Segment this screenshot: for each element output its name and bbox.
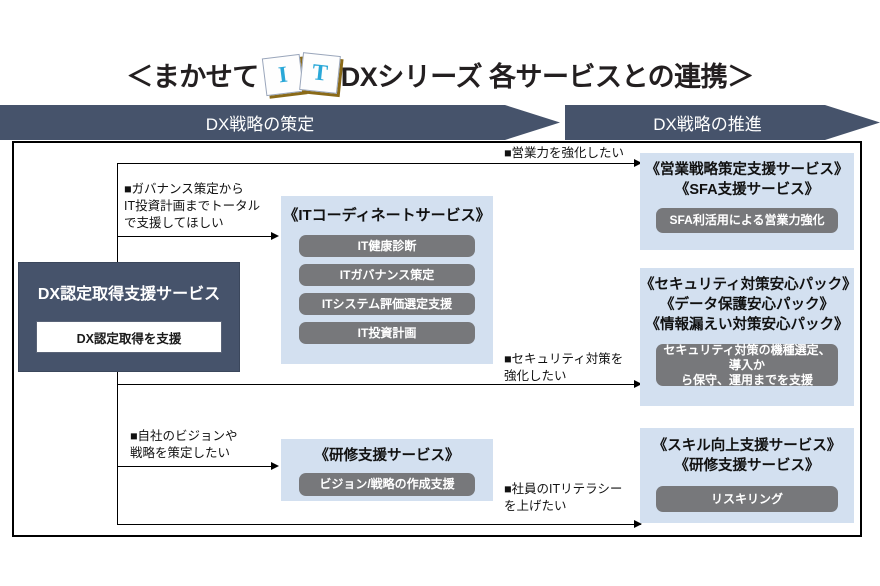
phase-band-right-label: DX戦略の推進: [653, 115, 762, 134]
connector-vision-line: [117, 466, 277, 467]
connector-vision-arrowhead: [271, 462, 279, 470]
sales-strategy-chip-list: SFA利活用による営業力強化: [640, 208, 854, 233]
security-pack-box[interactable]: 《セキュリティ対策安心パック》 《データ保護安心パック》 《情報漏えい対策安心パ…: [640, 268, 857, 406]
training-support-chip-0[interactable]: ビジョン/戦略の作成支援: [299, 473, 475, 496]
security-pack-title: 《セキュリティ対策安心パック》 《データ保護安心パック》 《情報漏えい対策安心パ…: [640, 275, 857, 335]
it-coordinate-chip-list: IT健康診断 ITガバナンス策定 ITシステム評価選定支援 IT投資計画: [281, 235, 493, 344]
sales-strategy-title-line2: 《SFA支援サービス》: [674, 182, 820, 198]
security-pack-chip-list: セキュリティ対策の機種選定、導入か ら保守、運用までを支援: [640, 343, 854, 387]
note-sales: ■営業力を強化したい: [504, 146, 625, 160]
training-support-title: 《研修支援サービス》: [314, 448, 460, 464]
skill-improvement-box[interactable]: 《スキル向上支援サービス》 《研修支援サービス》 リスキリング: [640, 428, 854, 523]
connector-spine-upper: [117, 163, 118, 262]
skill-improvement-title-line1: 《スキル向上支援サービス》: [652, 438, 842, 454]
skill-improvement-title-line2: 《研修支援サービス》: [674, 458, 820, 474]
dx-certification-chip[interactable]: DX認定取得を支援: [36, 321, 222, 353]
connector-governance-line: [117, 236, 277, 237]
note-vision: ■自社のビジョンや 戦略を策定したい: [130, 429, 238, 460]
it-coordinate-title: 《ITコーディネートサービス》: [283, 207, 491, 224]
title-prefix: ＜まかせて: [126, 61, 259, 92]
dx-certification-title: DX認定取得支援サービス: [37, 286, 221, 303]
it-logo-cards: I T: [261, 51, 341, 97]
phase-band: DX戦略の策定 DX戦略の推進: [0, 105, 880, 140]
page-title: ＜まかせて I T DXシリーズ 各サービスとの連携＞: [0, 50, 880, 98]
security-pack-title-line1: 《セキュリティ対策安心パック》: [640, 277, 857, 293]
it-coordinate-chip-3[interactable]: IT投資計画: [299, 322, 475, 344]
it-coordinate-chip-0[interactable]: IT健康診断: [299, 235, 475, 257]
sales-strategy-title-line1: 《営業戦略策定支援サービス》: [645, 162, 849, 178]
note-security: ■セキュリティ対策を 強化したい: [504, 352, 624, 383]
skill-improvement-chip-0[interactable]: リスキリング: [656, 486, 838, 512]
it-coordinate-box[interactable]: 《ITコーディネートサービス》 IT健康診断 ITガバナンス策定 ITシステム評…: [281, 196, 493, 364]
sales-strategy-box[interactable]: 《営業戦略策定支援サービス》 《SFA支援サービス》 SFA利活用による営業力強…: [640, 153, 854, 250]
security-pack-title-line2: 《データ保護安心パック》: [660, 297, 834, 313]
it-card-i-icon: I: [261, 53, 304, 97]
connector-sales-arrowhead: [634, 159, 642, 167]
phase-band-right: DX戦略の推進: [565, 105, 880, 140]
note-literacy: ■社員のITリテラシー を上げたい: [504, 482, 623, 513]
phase-band-left-label: DX戦略の策定: [205, 115, 315, 134]
note-governance: ■ガバナンス策定から IT投資計画までトータル で支援してほしい: [124, 182, 261, 230]
connector-spine-lower: [117, 372, 118, 524]
connector-sales-line: [117, 163, 641, 164]
sales-strategy-title: 《営業戦略策定支援サービス》 《SFA支援サービス》: [640, 160, 854, 200]
training-support-chip-list: ビジョン/戦略の作成支援: [281, 473, 493, 496]
it-coordinate-chip-1[interactable]: ITガバナンス策定: [299, 264, 475, 286]
connector-literacy-arrowhead: [634, 520, 642, 528]
connector-security-arrowhead: [634, 380, 642, 388]
connector-security-line: [117, 384, 641, 385]
skill-improvement-chip-list: リスキリング: [640, 486, 854, 512]
security-pack-chip-0[interactable]: セキュリティ対策の機種選定、導入か ら保守、運用までを支援: [656, 343, 838, 387]
skill-improvement-title: 《スキル向上支援サービス》 《研修支援サービス》: [640, 436, 854, 476]
it-coordinate-chip-2[interactable]: ITシステム評価選定支援: [299, 293, 475, 315]
training-support-box[interactable]: 《研修支援サービス》 ビジョン/戦略の作成支援: [281, 439, 493, 501]
phase-band-left: DX戦略の策定: [0, 105, 560, 140]
dx-certification-box[interactable]: DX認定取得支援サービス DX認定取得を支援: [18, 262, 240, 372]
security-pack-title-line3: 《情報漏えい対策安心パック》: [645, 317, 849, 333]
sales-strategy-chip-0[interactable]: SFA利活用による営業力強化: [656, 208, 838, 233]
title-suffix: DXシリーズ 各サービスとの連携＞: [340, 61, 754, 92]
it-card-t-icon: T: [298, 52, 341, 94]
connector-governance-arrowhead: [271, 232, 279, 240]
connector-literacy-line: [117, 524, 641, 525]
